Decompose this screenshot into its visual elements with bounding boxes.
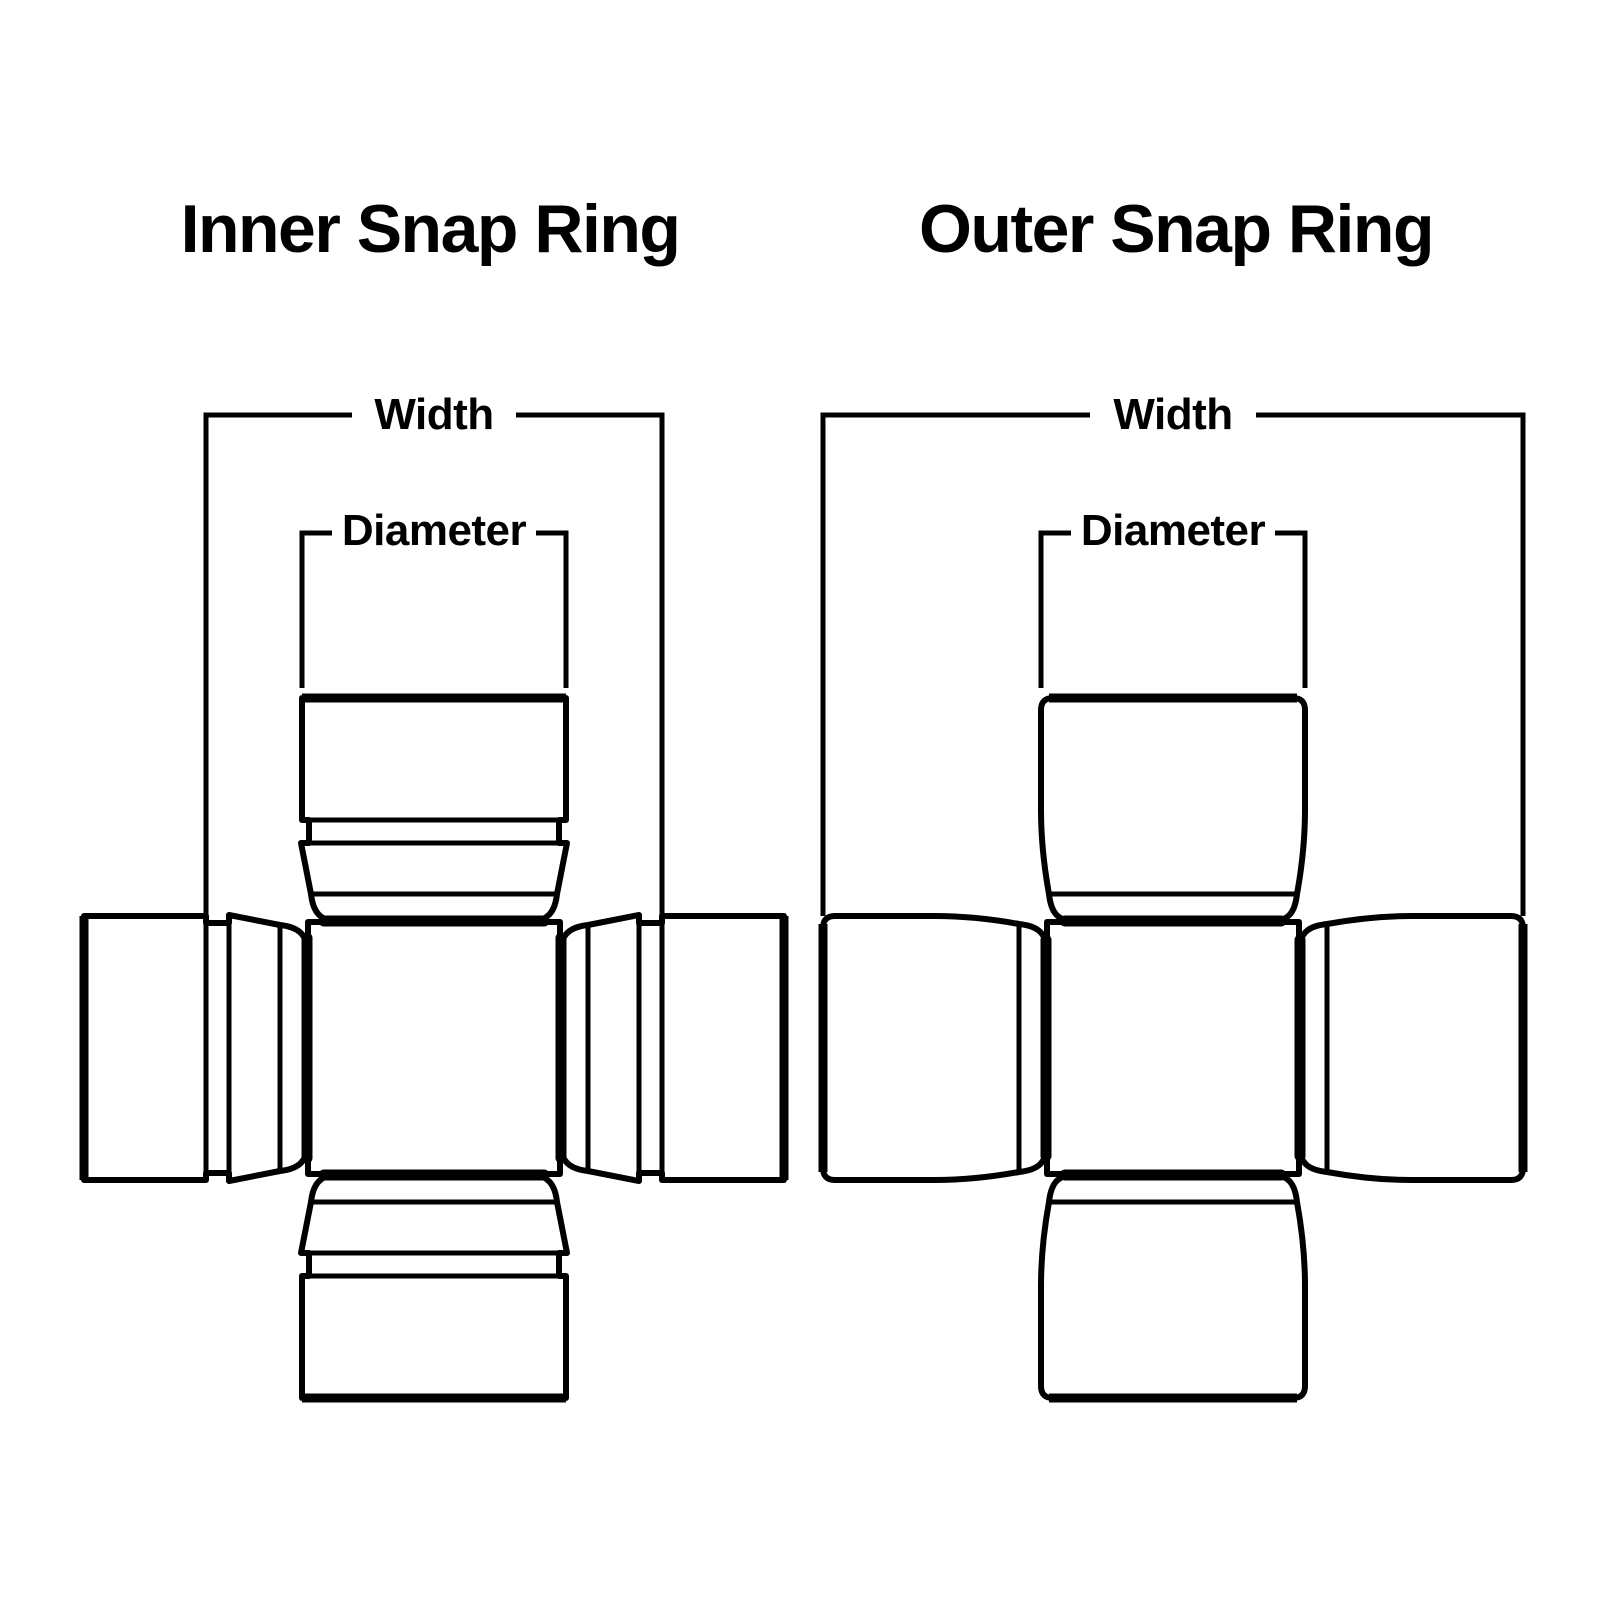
inner-snap-ring-cap-right [555, 912, 789, 1184]
outer-diameter-bracket [1038, 530, 1308, 688]
outer-caps [818, 693, 1528, 1403]
inner-center-block [305, 919, 563, 1177]
inner-snap-ring-cap-bottom [298, 1169, 570, 1403]
outer-snap-ring-cap-left [818, 913, 1052, 1183]
inner-cap-outline-path [298, 695, 570, 925]
inner-cap-outline-path [81, 912, 311, 1184]
outer-snap-ring-cap-top [1038, 693, 1308, 927]
inner-cap-outline-path [298, 1199, 570, 1279]
outer-cap-outline-path [1296, 913, 1526, 1183]
inner-cap-outline-path [557, 912, 787, 1184]
inner-diameter-bracket [299, 530, 569, 688]
outer-cap-outline-path [820, 913, 1050, 1183]
inner-width-bracket [203, 412, 665, 916]
inner-cap-outline-path [298, 817, 570, 897]
inner-caps [79, 693, 789, 1403]
outer-snap-ring-cap-right [1294, 913, 1528, 1183]
outer-snap-ring-diagram: Outer Snap Ring Width Diameter [818, 191, 1528, 1403]
inner-snap-ring-cap-top [298, 693, 570, 927]
inner-diameter-label: Diameter [342, 506, 527, 555]
outer-width-bracket [820, 412, 1526, 916]
outer-diameter-label: Diameter [1081, 506, 1266, 555]
outer-snap-ring-cap-bottom [1038, 1169, 1308, 1403]
inner-cap-outline-path [298, 1171, 570, 1401]
inner-title: Inner Snap Ring [181, 191, 680, 267]
outer-width-label: Width [1113, 390, 1232, 439]
inner-width-label: Width [374, 390, 493, 439]
inner-snap-ring-cap-left [79, 912, 313, 1184]
inner-snap-ring-diagram: Inner Snap Ring Width Diameter [79, 191, 789, 1403]
outer-cap-outline-path [1038, 695, 1308, 925]
outer-cap-outline-path [1038, 1171, 1308, 1401]
outer-center-block [1044, 919, 1302, 1177]
inner-cap-outline-path [203, 912, 283, 1184]
inner-cap-outline-path [585, 912, 665, 1184]
outer-title: Outer Snap Ring [919, 191, 1433, 267]
